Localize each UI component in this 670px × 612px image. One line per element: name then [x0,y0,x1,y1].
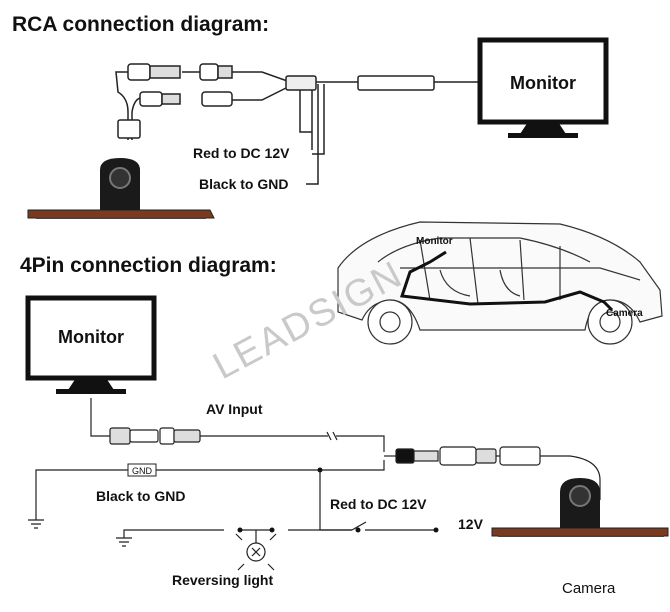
gnd-tag [127,463,157,477]
rca-plug-video-male [199,63,219,81]
pin4-camera-label: Camera [562,580,616,597]
pin4-camera-lens-icon [569,485,591,507]
gnd-tag-label: GND [132,466,153,476]
rca-camera-lens-icon [109,167,131,189]
rca-plug-video-female [127,63,151,81]
rca-monitor-label: Monitor [510,73,576,93]
rca-power-male [201,91,233,107]
pin4-reversing-label: Reversing light [172,572,273,588]
rca-cable-boot [117,119,141,139]
switch-icon [351,521,367,531]
pin4-monitor [25,295,157,394]
car-illustration [337,221,663,345]
car-cable-route [399,250,614,312]
wire-break-icon [326,431,338,441]
junction-dots [237,467,439,533]
pin4-wiring [35,398,601,546]
pin4-black-label: Black to GND [96,488,185,504]
pin4-12v-label: 12V [458,516,484,532]
rca-plug-video-body [149,65,181,79]
rca-red-label: Red to DC 12V [193,145,290,161]
rca-monitor [477,37,609,138]
rca-splitter [285,75,317,91]
ground-icon [28,519,132,547]
pin4-camera [491,478,669,537]
rca-inline-connector [357,75,435,91]
pin4-red-label: Red to DC 12V [330,496,427,512]
rca-power-female [139,91,163,107]
rca-camera [27,158,215,219]
pin4-av-label: AV Input [206,401,263,417]
rca-black-label: Black to GND [199,176,288,192]
car-camera-label: Camera [606,308,643,319]
rca-connectors [117,63,435,139]
car-monitor-label: Monitor [416,236,453,247]
rca-title: RCA connection diagram: [12,13,269,36]
pin4-monitor-label: Monitor [58,327,124,347]
pin4-title: 4Pin connection diagram: [20,254,277,277]
pin4-connectors [109,427,541,466]
reversing-light-icon [235,533,277,571]
